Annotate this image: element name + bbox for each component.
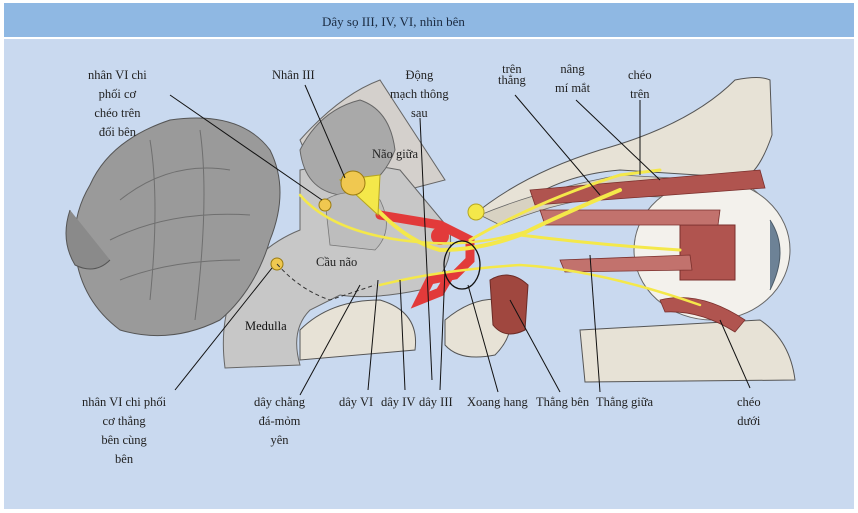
label-superior-oblique: chéo trên [628, 68, 652, 101]
label-nucleus-vi-lateral-rectus: nhân VI chi phối cơ thẳng bên cùng bên [82, 395, 167, 466]
label-nerve-iii: dây III [419, 395, 453, 409]
label-nerve-iv: dây IV [381, 395, 416, 409]
label-levator-palpebrae: nâng mí mắt [555, 62, 591, 95]
leader-lines [169, 84, 751, 396]
figure-title: Dây sọ III, IV, VI, nhìn bên [322, 14, 465, 29]
label-medulla: Medulla [245, 319, 287, 333]
label-posterior-communicating-artery: Động mạch thông sau [390, 68, 449, 120]
cranial-nerves [298, 168, 702, 307]
label-nucleus-vi-superior-oblique: nhân VI chi phối cơ chéo trên đối bên [88, 68, 147, 139]
nucleus-iii-marker [340, 170, 366, 196]
label-superior-rectus: trên thẳng [498, 62, 526, 87]
label-nerve-vi: dây VI [339, 395, 374, 409]
cerebellum [65, 117, 281, 337]
label-midbrain: Não giữa [372, 147, 418, 161]
label-medial-rectus: Thẳng giữa [596, 395, 654, 409]
label-inferior-oblique: chéo dưới [737, 395, 761, 428]
nerve-vi-course [276, 263, 376, 301]
label-lateral-rectus: Thẳng bên [536, 395, 590, 409]
cavernous-sinus-ring [443, 240, 481, 290]
title-bar: Dây sọ III, IV, VI, nhìn bên [4, 3, 854, 37]
label-cavernous-sinus: Xoang hang [467, 395, 528, 409]
eye-muscles [489, 169, 766, 335]
label-nucleus-iii: Nhân III [272, 68, 315, 82]
label-petroclinoid-ligament: dây chằng đá-mỏm yên [254, 395, 306, 447]
eyeball [633, 179, 791, 321]
label-pons: Cầu não [316, 255, 358, 269]
nucleus-vi-contralateral-marker [318, 198, 332, 212]
posterior-communicating-artery [375, 203, 485, 309]
